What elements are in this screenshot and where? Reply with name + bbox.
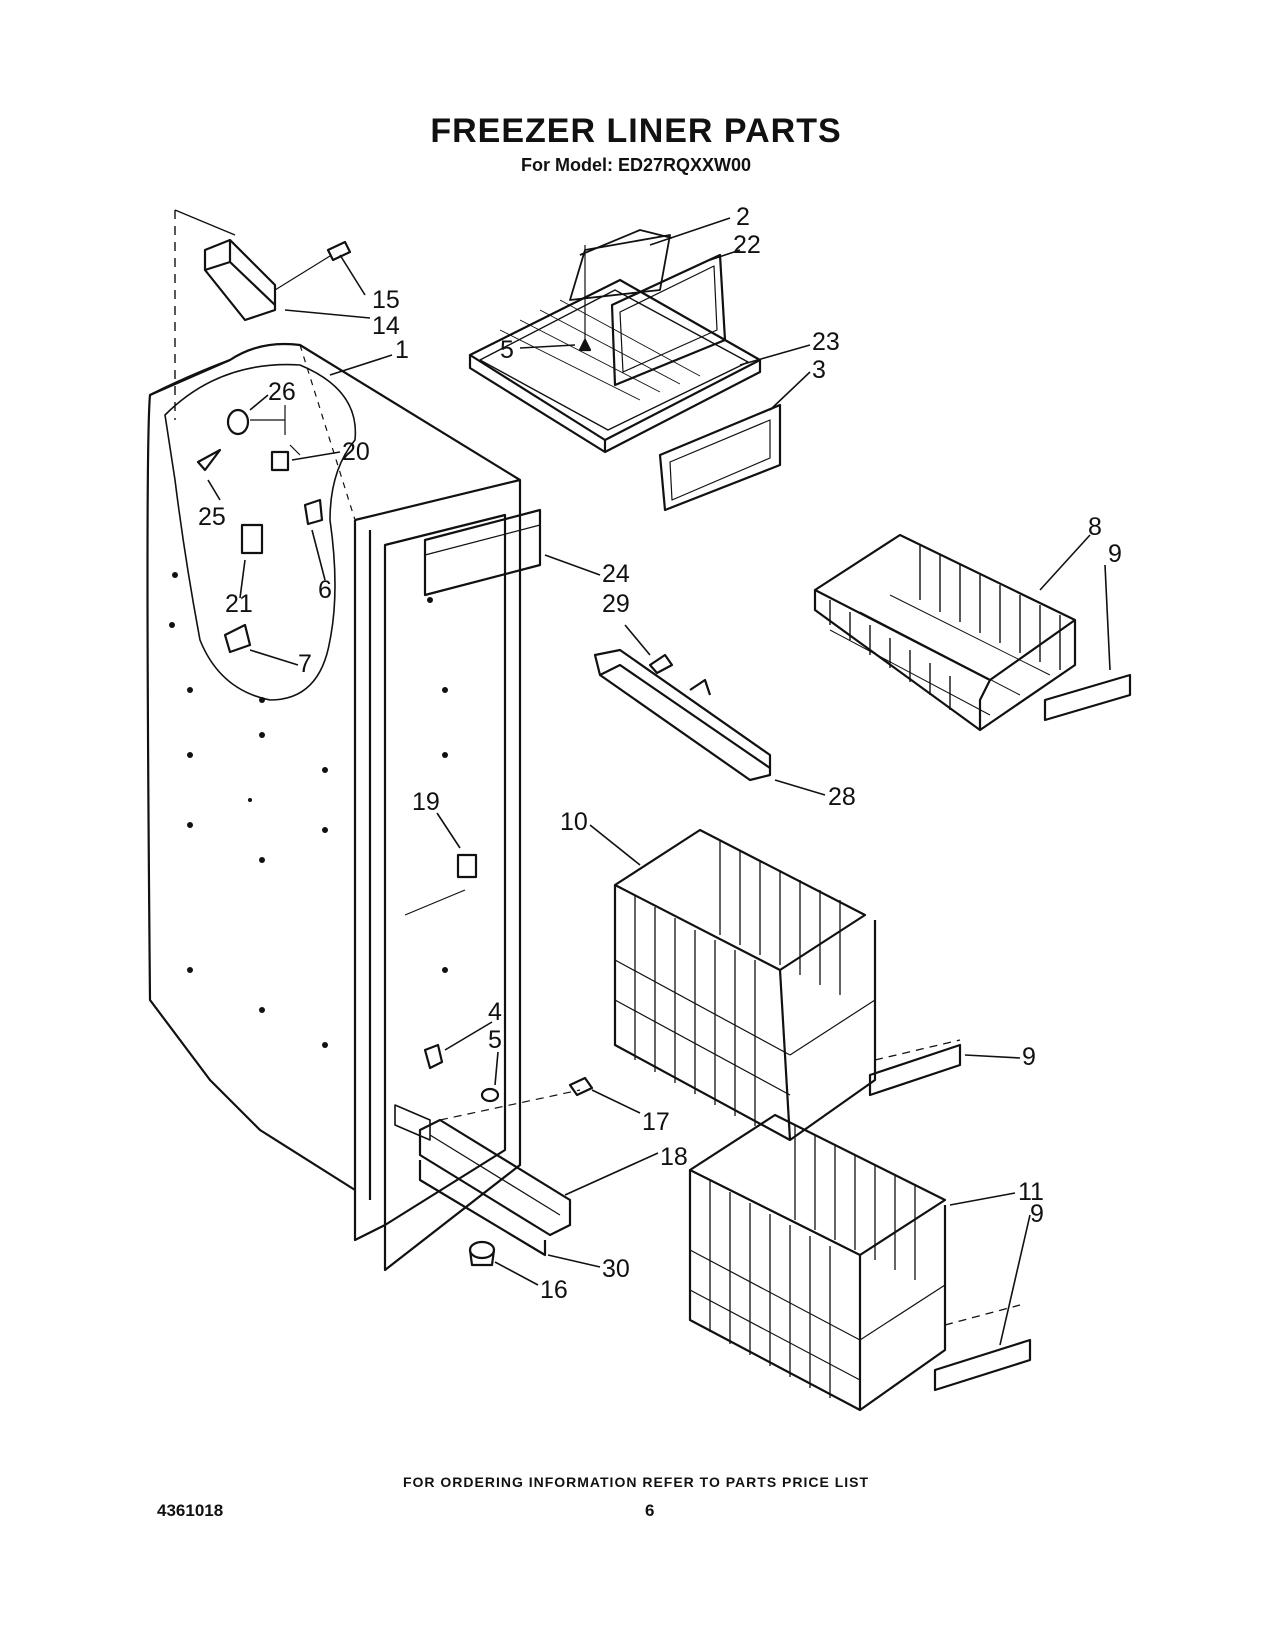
callout-22: 22 — [733, 231, 761, 259]
freezer-liner-body — [146, 342, 522, 1272]
callout-23: 23 — [812, 328, 840, 356]
callout-20: 20 — [342, 438, 370, 466]
callout-7: 7 — [298, 650, 312, 678]
callout-labels: 2 22 15 14 1 5 23 3 26 20 25 6 21 7 24 2… — [198, 203, 1122, 1304]
callout-6: 6 — [318, 576, 332, 604]
screw-part-29 — [648, 653, 674, 675]
callout-24: 24 — [602, 560, 630, 588]
panel-part-24 — [423, 508, 542, 597]
callout-1: 1 — [395, 336, 409, 364]
callout-14: 14 — [372, 312, 400, 340]
callout-5-top: 5 — [500, 336, 514, 364]
callout-21: 21 — [225, 590, 253, 618]
callout-9-a: 9 — [1108, 540, 1122, 568]
callout-5-lower: 5 — [488, 1026, 502, 1054]
callout-11: 11 — [1018, 1178, 1044, 1206]
model-subtitle: For Model: ED27RQXXW00 — [520, 155, 752, 175]
callout-15: 15 — [372, 286, 400, 314]
screw-part-15 — [274, 240, 352, 291]
lower-components — [404, 853, 594, 1267]
rail-part-9-a — [1043, 673, 1132, 722]
callout-18: 18 — [660, 1143, 688, 1171]
rail-part-28 — [593, 648, 772, 782]
callout-29: 29 — [602, 590, 630, 618]
callout-9-c: 9 — [1030, 1200, 1044, 1228]
control-components — [196, 405, 324, 654]
document-number: 4361018 — [157, 1501, 224, 1520]
callout-26: 26 — [268, 378, 296, 406]
page-title: FREEZER LINER PARTS — [430, 112, 842, 150]
ordering-note: FOR ORDERING INFORMATION REFER TO PARTS … — [402, 1474, 870, 1490]
callout-10: 10 — [560, 808, 588, 836]
leader-lines — [207, 217, 1111, 1346]
callout-19: 19 — [412, 788, 440, 816]
ice-bin-shelf-assembly — [468, 229, 782, 512]
callout-17: 17 — [642, 1108, 670, 1136]
bracket-part-14 — [203, 238, 277, 322]
callout-8: 8 — [1088, 513, 1102, 541]
callout-9-b: 9 — [1022, 1043, 1036, 1071]
callout-25: 25 — [198, 503, 226, 531]
callout-30: 30 — [602, 1255, 630, 1283]
page-number: 6 — [645, 1501, 655, 1520]
callout-2: 2 — [736, 203, 750, 231]
rail-part-9-b — [868, 1043, 962, 1097]
basket-part-8 — [813, 533, 1077, 732]
callout-3: 3 — [812, 356, 826, 384]
callout-4: 4 — [488, 998, 502, 1026]
basket-part-10 — [613, 828, 961, 1142]
callout-28: 28 — [828, 783, 856, 811]
rail-part-9-c — [933, 1338, 1032, 1392]
callout-16: 16 — [540, 1276, 568, 1304]
basket-part-11 — [688, 1113, 1021, 1412]
